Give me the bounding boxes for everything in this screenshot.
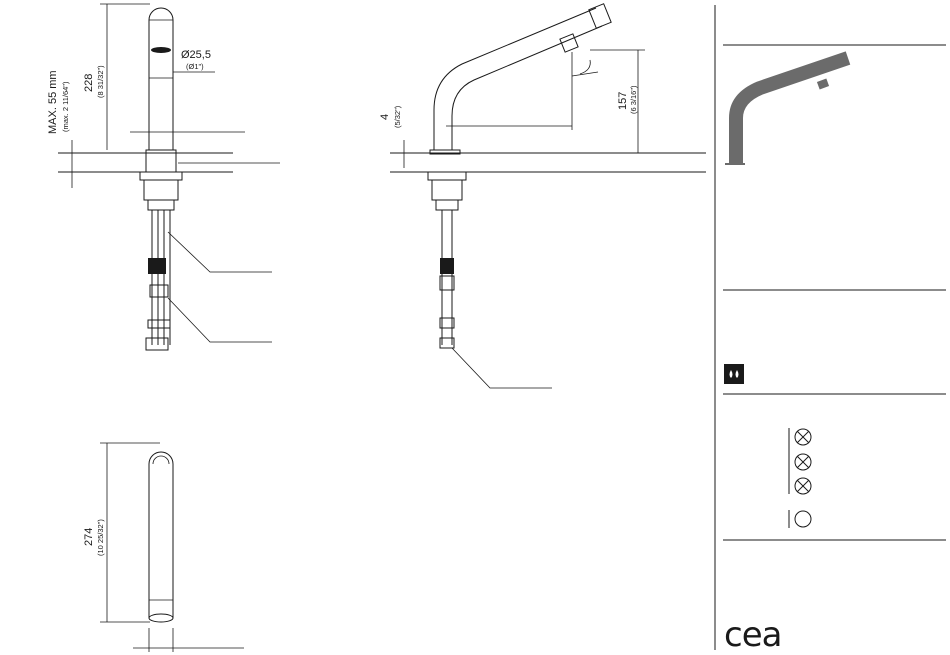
side-view: 157 (6 3/16") 4 (5/32") <box>379 4 706 388</box>
empty-circle-icon <box>795 511 811 527</box>
front-diameter-label: Ø25,5 <box>181 49 211 61</box>
top-length-label: 274 <box>83 528 95 546</box>
side-base-inch-label: (5/32") <box>393 105 402 128</box>
top-length-inch-label: (10 25/32") <box>96 519 105 556</box>
product-thumbnail <box>725 58 848 164</box>
front-view: Ø25,5 (Ø1") 228 (8 31/32") MAX. 55 mm (m… <box>47 4 280 350</box>
front-max-thickness-inch-label: (max. 2 11/64") <box>61 81 70 132</box>
front-max-thickness-label: MAX. 55 mm <box>47 70 59 134</box>
side-height-inch-label: (6 3/16") <box>629 85 638 114</box>
top-view: 274 (10 25/32") <box>83 443 244 652</box>
brand-logo: cea <box>724 615 781 655</box>
side-base-label: 4 <box>379 114 391 120</box>
side-height-label: 157 <box>617 92 629 110</box>
water-drops-icon <box>724 364 744 384</box>
front-height-label: 228 <box>83 74 95 92</box>
crossed-circle-icon <box>795 454 811 470</box>
crossed-circle-icon <box>795 478 811 494</box>
info-panel: cea <box>715 5 946 655</box>
front-diameter-inch-label: (Ø1") <box>186 62 204 71</box>
front-height-inch-label: (8 31/32") <box>96 65 105 98</box>
crossed-circle-icon <box>795 429 811 445</box>
